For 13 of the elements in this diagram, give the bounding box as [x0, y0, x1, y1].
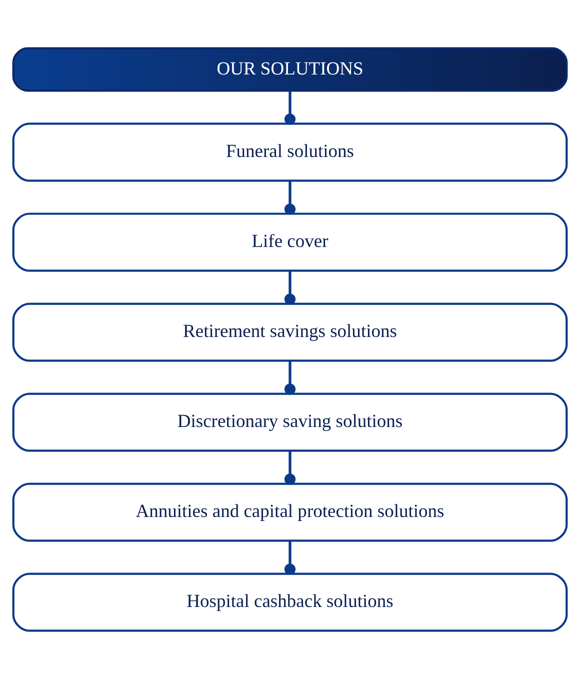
connector	[284, 450, 296, 484]
node-box: Life cover	[12, 212, 568, 272]
connector	[284, 90, 296, 124]
connector	[284, 540, 296, 574]
node-box: Annuities and capital protection solutions	[12, 482, 568, 542]
node-box: Funeral solutions	[12, 122, 568, 182]
connector	[284, 360, 296, 394]
node-box: OUR SOLUTIONS	[12, 46, 568, 92]
node-box: Discretionary saving solutions	[12, 392, 568, 452]
node-box: Hospital cashback solutions	[12, 572, 568, 632]
connector	[284, 270, 296, 304]
node-box: Retirement savings solutions	[12, 302, 568, 362]
connector	[284, 180, 296, 214]
